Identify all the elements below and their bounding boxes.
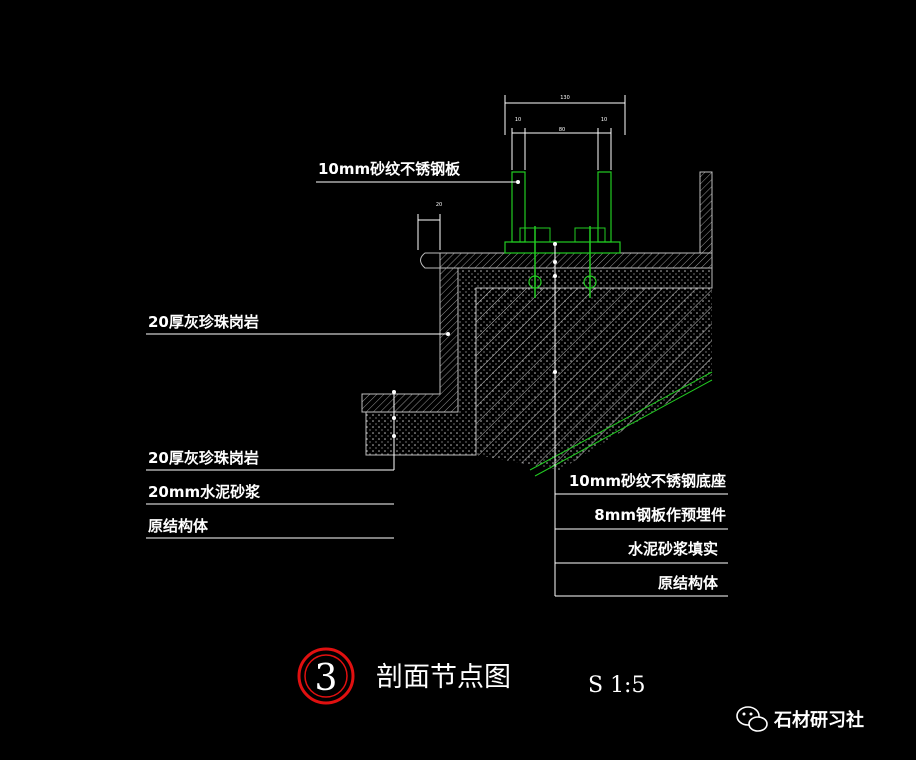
dimension-group: 130 10 80 10 20	[417, 95, 626, 250]
label-upper-stone: 20厚灰珍珠岗岩	[148, 313, 259, 331]
leader-upper-stone: 20厚灰珍珠岗岩	[146, 313, 450, 336]
label-mortar: 20mm水泥砂浆	[148, 483, 261, 501]
steel-base	[504, 171, 621, 298]
title-block: 3 剖面节点图 S 1:5	[297, 647, 645, 705]
dim-edge: 20	[436, 202, 442, 208]
leader-right-table: 10mm砂纹不锈钢底座 8mm钢板作预埋件 水泥砂浆填实 原结构体	[553, 242, 728, 597]
dim-right: 10	[601, 117, 607, 123]
watermark-text: 石材研习社	[773, 709, 864, 731]
label-base: 10mm砂纹不锈钢底座	[569, 472, 726, 490]
label-lower-stone: 20厚灰珍珠岗岩	[148, 449, 259, 467]
dim-overall: 130	[560, 95, 570, 101]
label-structure-left: 原结构体	[148, 517, 209, 535]
label-structure-right: 原结构体	[658, 574, 719, 592]
label-embedded-plate: 8mm钢板作预埋件	[594, 506, 726, 524]
watermark: 石材研习社	[736, 706, 864, 732]
label-fill: 水泥砂浆填实	[628, 540, 718, 558]
right-wall	[699, 171, 713, 254]
drawing-number: 3	[315, 658, 338, 699]
dim-left: 10	[515, 117, 521, 123]
wechat-icon	[736, 706, 768, 732]
drawing-title: 剖面节点图	[376, 662, 511, 693]
leader-left-table: 20厚灰珍珠岗岩 20mm水泥砂浆 原结构体	[146, 390, 396, 539]
leader-top-plate: 10mm砂纹不锈钢板	[316, 160, 520, 184]
drawing-scale: S 1:5	[588, 673, 645, 698]
stone-cladding	[361, 252, 713, 413]
label-top-plate: 10mm砂纹不锈钢板	[318, 160, 461, 178]
structure-mass	[476, 288, 713, 477]
dim-middle: 80	[559, 127, 565, 133]
